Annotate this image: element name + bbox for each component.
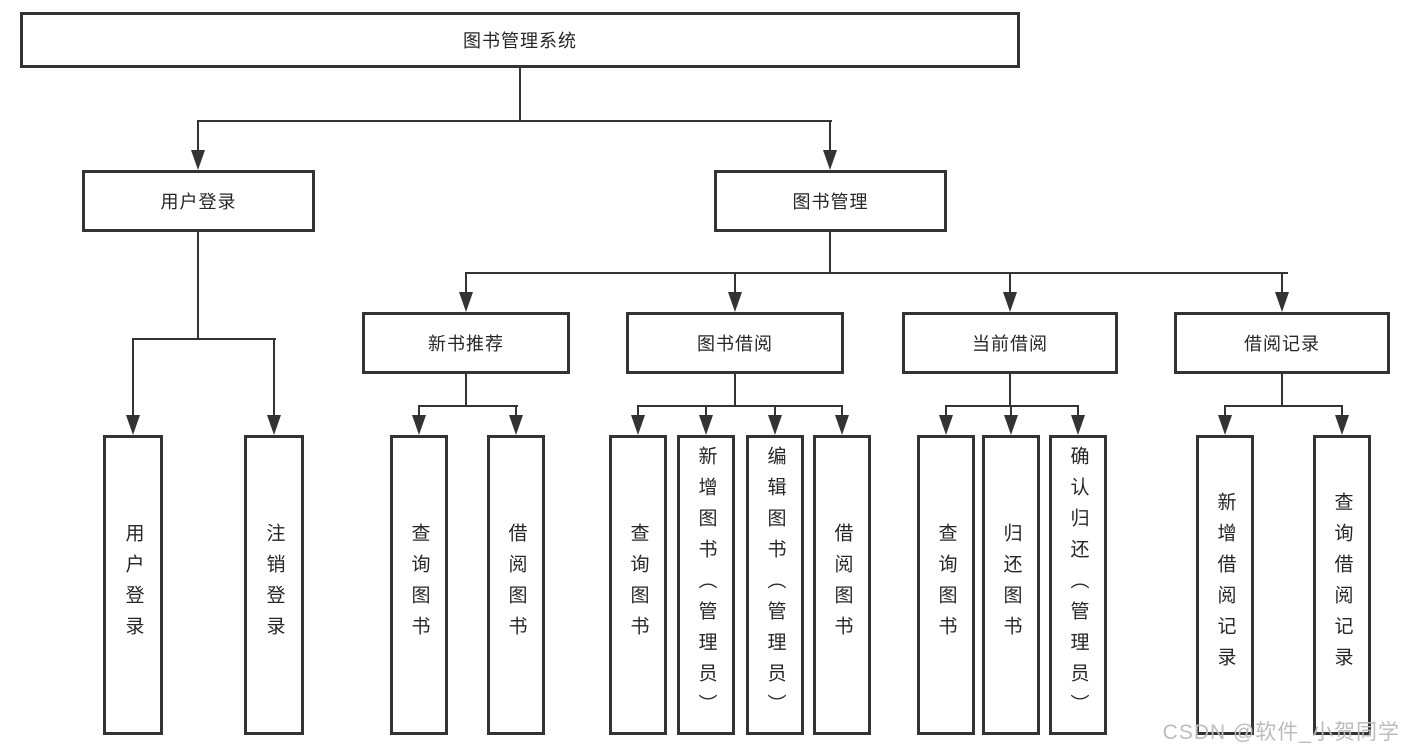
node-user-login: 用户登录 — [82, 170, 315, 232]
connector-to-leaf-nb-query — [418, 405, 420, 417]
arrowhead-leaf-bb-borrow — [835, 415, 849, 435]
node-leaf-bb-edit-books-admin: 编辑图书（管理员） — [746, 435, 804, 735]
connector-to-user-login — [197, 120, 199, 152]
arrowhead-leaf-logout — [267, 415, 281, 435]
arrowhead-book-borrow — [728, 292, 742, 312]
connector-to-leaf-cb-return — [1010, 405, 1012, 417]
connector-to-new-book — [465, 272, 467, 294]
node-leaf-cb-confirm-return-admin: 确认归还（管理员） — [1049, 435, 1107, 735]
arrowhead-leaf-cb-query — [939, 415, 953, 435]
arrowhead-leaf-nb-query — [412, 415, 426, 435]
arrowhead-leaf-br-add — [1218, 415, 1232, 435]
connector-to-leaf-logout — [273, 338, 275, 417]
connector-borrow-records-stem — [1281, 374, 1283, 407]
node-root: 图书管理系统 — [20, 12, 1020, 68]
connector-to-leaf-cb-query — [945, 405, 947, 417]
connector-to-current-borrow — [1009, 272, 1011, 294]
node-borrow-records: 借阅记录 — [1174, 312, 1390, 374]
arrowhead-leaf-br-query — [1335, 415, 1349, 435]
connector-root-stem — [519, 68, 521, 122]
connector-to-leaf-nb-borrow — [515, 405, 517, 417]
connector-to-leaf-bb-borrow — [841, 405, 843, 417]
connector-to-leaf-login — [132, 338, 134, 417]
arrowhead-leaf-cb-return — [1004, 415, 1018, 435]
connector-to-book-borrow — [734, 272, 736, 294]
arrowhead-leaf-nb-borrow — [509, 415, 523, 435]
connector-to-leaf-bb-add — [705, 405, 707, 417]
connector-root-branch — [197, 120, 832, 122]
connector-to-leaf-cb-confirm — [1077, 405, 1079, 417]
node-leaf-nb-query-books: 查询图书 — [390, 435, 448, 735]
connector-book-borrow-stem — [734, 374, 736, 407]
arrowhead-book-management — [823, 150, 837, 170]
node-leaf-br-add-record: 新增借阅记录 — [1196, 435, 1254, 735]
arrowhead-current-borrow — [1003, 292, 1017, 312]
node-leaf-bb-add-books-admin: 新增图书（管理员） — [677, 435, 735, 735]
node-leaf-cb-return-books: 归还图书 — [982, 435, 1040, 735]
node-leaf-bb-borrow-books: 借阅图书 — [813, 435, 871, 735]
node-leaf-br-query-record: 查询借阅记录 — [1313, 435, 1371, 735]
node-new-book-recommend: 新书推荐 — [362, 312, 570, 374]
connector-to-leaf-bb-edit — [774, 405, 776, 417]
arrowhead-leaf-cb-confirm — [1071, 415, 1085, 435]
arrowhead-borrow-records — [1275, 292, 1289, 312]
node-leaf-user-login: 用户登录 — [103, 435, 163, 735]
connector-to-leaf-br-query — [1341, 405, 1343, 417]
connector-new-book-branch — [418, 405, 518, 407]
arrowhead-leaf-bb-query — [631, 415, 645, 435]
connector-borrow-records-branch — [1224, 405, 1343, 407]
connector-to-book-management — [829, 120, 831, 152]
node-leaf-cb-query-books: 查询图书 — [917, 435, 975, 735]
arrowhead-leaf-bb-edit — [768, 415, 782, 435]
connector-user-login-stem — [197, 232, 199, 340]
arrowhead-leaf-login — [126, 415, 140, 435]
connector-new-book-stem — [465, 374, 467, 407]
connector-book-borrow-branch — [637, 405, 843, 407]
node-current-borrow: 当前借阅 — [902, 312, 1118, 374]
arrowhead-new-book — [459, 292, 473, 312]
connector-book-mgmt-stem — [829, 232, 831, 274]
node-book-borrow: 图书借阅 — [626, 312, 844, 374]
arrowhead-user-login — [191, 150, 205, 170]
connector-to-leaf-bb-query — [637, 405, 639, 417]
csdn-watermark: CSDN @软件_小贺同学 — [1162, 721, 1400, 744]
connector-to-leaf-br-add — [1224, 405, 1226, 417]
connector-current-borrow-stem — [1009, 374, 1011, 407]
node-leaf-logout: 注销登录 — [244, 435, 304, 735]
connector-user-login-branch — [132, 338, 276, 340]
connector-current-borrow-branch — [945, 405, 1079, 407]
node-leaf-bb-query-books: 查询图书 — [609, 435, 667, 735]
node-book-management: 图书管理 — [714, 170, 947, 232]
connector-to-borrow-records — [1281, 272, 1283, 294]
arrowhead-leaf-bb-add — [699, 415, 713, 435]
connector-book-mgmt-branch — [465, 272, 1288, 274]
node-leaf-nb-borrow-books: 借阅图书 — [487, 435, 545, 735]
